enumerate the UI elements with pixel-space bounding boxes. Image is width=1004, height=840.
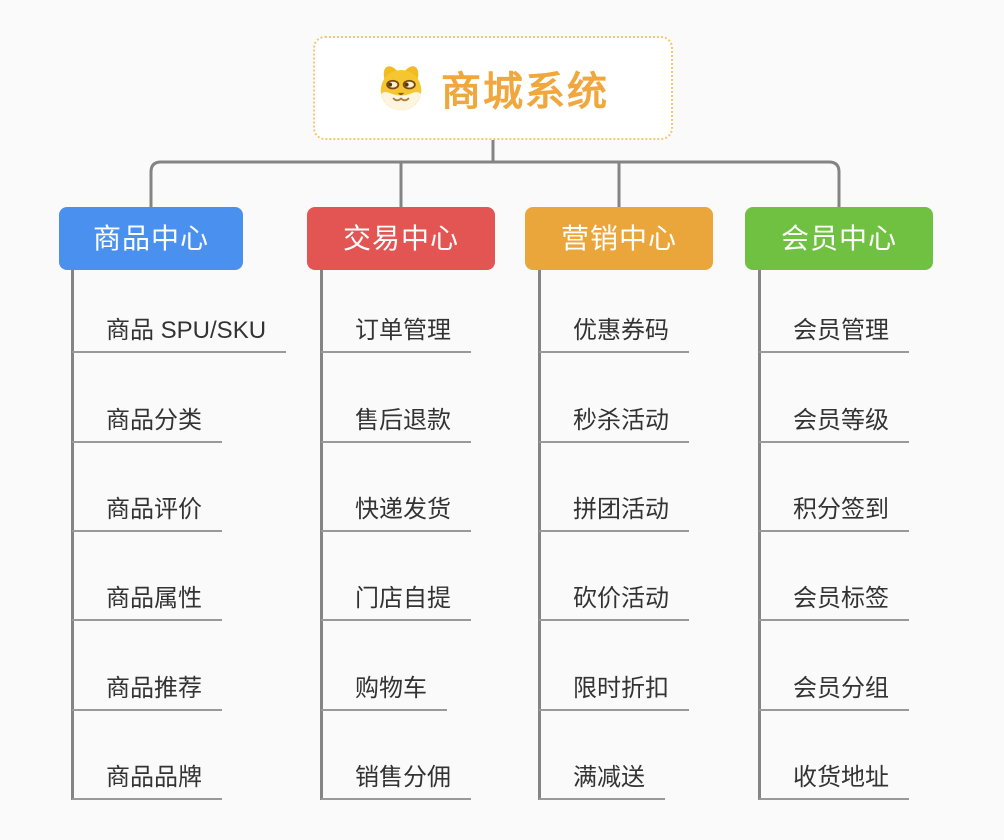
leaf-item[interactable]: 商品 SPU/SKU [72,311,287,353]
root-title: 商城系统 [441,70,609,114]
leaf-item[interactable]: 售后退款 [321,401,471,443]
leaf-item[interactable]: 拼团活动 [539,490,689,532]
leaf-item[interactable]: 会员等级 [759,401,909,443]
leaf-item[interactable]: 商品分类 [72,401,222,443]
branch-node-marketing[interactable]: 营销中心 [525,207,713,270]
branch-node-member[interactable]: 会员中心 [745,207,933,270]
leaf-item[interactable]: 订单管理 [321,311,471,353]
branch-rail-line [149,160,841,207]
root-node[interactable]: 商城系统 [313,36,673,140]
leaf-item[interactable]: 商品推荐 [72,669,222,711]
leaf-item[interactable]: 门店自提 [321,579,471,621]
leaf-item[interactable]: 商品品牌 [72,758,222,800]
leaf-item[interactable]: 商品评价 [72,490,222,532]
leaf-item[interactable]: 购物车 [321,669,447,711]
leaf-item[interactable]: 快递发货 [321,490,471,532]
leaf-item[interactable]: 商品属性 [72,579,222,621]
leaf-item[interactable]: 收货地址 [759,758,909,800]
leaf-item[interactable]: 销售分佣 [321,758,471,800]
branch-trunk-line-marketing [538,270,541,800]
branch-trunk-line-trade [320,270,323,800]
leaf-item[interactable]: 满减送 [539,758,665,800]
leaf-item[interactable]: 优惠券码 [539,311,689,353]
leaf-item[interactable]: 会员分组 [759,669,909,711]
dog-face-icon [380,66,422,111]
leaf-item[interactable]: 会员管理 [759,311,909,353]
leaf-item[interactable]: 秒杀活动 [539,401,689,443]
leaf-item[interactable]: 限时折扣 [539,669,689,711]
leaf-item[interactable]: 积分签到 [759,490,909,532]
leaf-item[interactable]: 砍价活动 [539,579,689,621]
branch-trunk-line-goods [71,270,74,800]
branch-node-goods[interactable]: 商品中心 [59,207,243,270]
leaf-item[interactable]: 会员标签 [759,579,909,621]
branch-trunk-line-member [758,270,761,800]
branch-node-trade[interactable]: 交易中心 [307,207,495,270]
